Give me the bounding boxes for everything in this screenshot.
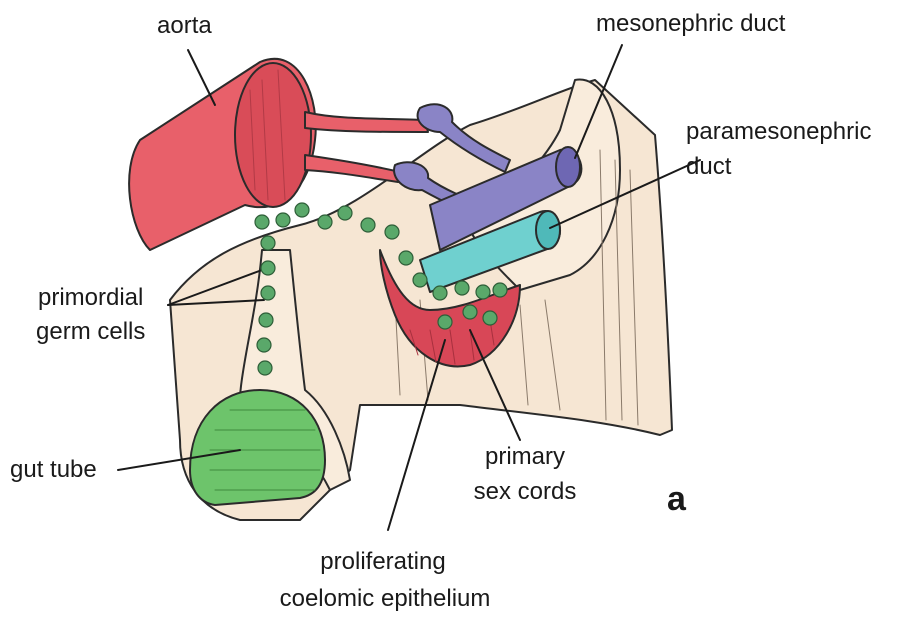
germ-cell — [276, 213, 290, 227]
germ-cell — [438, 315, 452, 329]
germ-cell — [476, 285, 490, 299]
label-primary-sex-cords-line1: primary — [470, 443, 580, 471]
label-aorta: aorta — [157, 12, 212, 40]
germ-cell — [385, 225, 399, 239]
germ-cell — [493, 283, 507, 297]
label-primary-sex-cords-line2: sex cords — [455, 478, 595, 506]
germ-cell — [295, 203, 309, 217]
germ-cell — [259, 313, 273, 327]
label-coelomic-line2: coelomic epithelium — [265, 585, 505, 613]
label-primordial-germ-cells-line1: primordial — [38, 284, 143, 312]
label-mesonephric-duct: mesonephric duct — [596, 10, 785, 38]
germ-cell — [463, 305, 477, 319]
germ-cell — [257, 338, 271, 352]
paramesonephric-duct-end — [536, 211, 560, 249]
germ-cell — [255, 215, 269, 229]
label-coelomic-line1: proliferating — [308, 548, 458, 576]
germ-cell — [361, 218, 375, 232]
germ-cell — [433, 286, 447, 300]
germ-cell — [258, 361, 272, 375]
germ-cell — [261, 261, 275, 275]
germ-cell — [318, 215, 332, 229]
germ-cell — [483, 311, 497, 325]
label-primordial-germ-cells-line2: germ cells — [36, 318, 145, 346]
segmental-artery-lower — [305, 155, 400, 182]
label-paramesonephric-line2: duct — [686, 153, 731, 181]
panel-letter: a — [667, 480, 686, 520]
germ-cell — [338, 206, 352, 220]
germ-cell — [455, 281, 469, 295]
aorta-opening — [235, 63, 311, 207]
germ-cell — [399, 251, 413, 265]
germ-cell — [413, 273, 427, 287]
label-paramesonephric-line1: paramesonephric — [686, 118, 871, 146]
germ-cell — [261, 286, 275, 300]
germ-cell — [261, 236, 275, 250]
label-gut-tube: gut tube — [10, 456, 97, 484]
segmental-artery-upper — [305, 112, 428, 132]
